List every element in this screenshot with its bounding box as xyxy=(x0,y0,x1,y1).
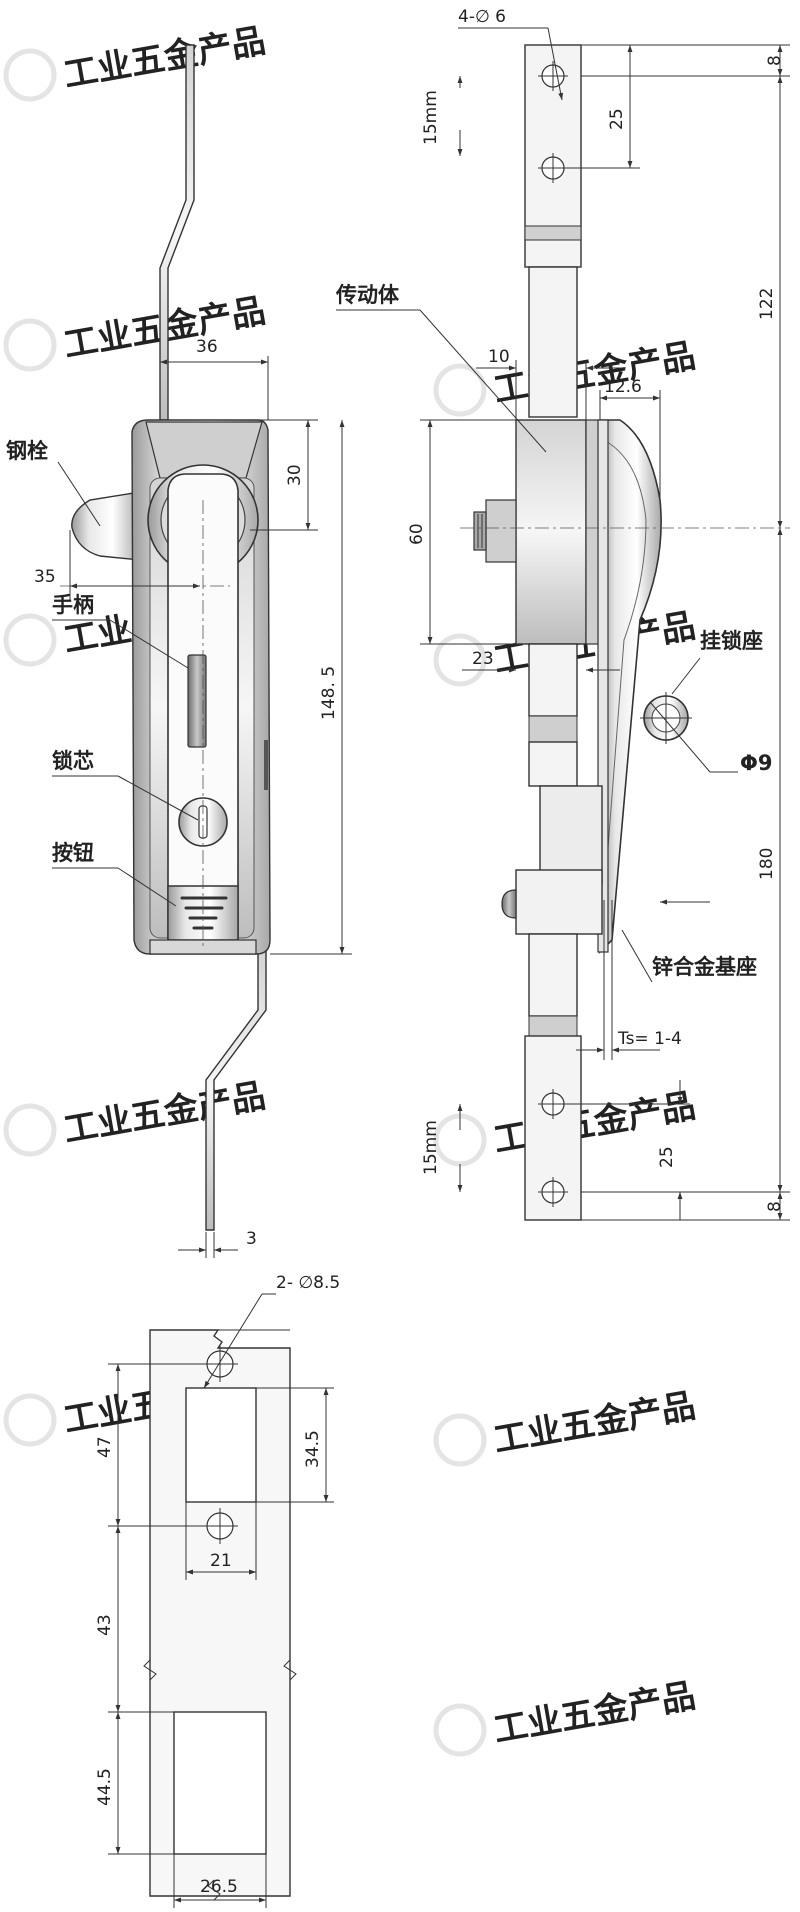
watermark: 工业五金产品 xyxy=(433,1676,699,1757)
watermark-text: 工业五金产品 xyxy=(491,1386,699,1461)
dim-top-edge: 8 xyxy=(765,55,785,66)
watermark-text: 工业五金产品 xyxy=(61,21,269,96)
dim-slot-bottom: 15mm xyxy=(421,1120,441,1175)
handle-profile xyxy=(599,419,662,954)
cutout-dimensions: 2- ∅8.5 47 34.5 21 43 44.5 26.5 xyxy=(95,1273,340,1908)
housing-base xyxy=(149,939,257,955)
break-mark-bottom xyxy=(207,1879,221,1901)
watermark-text: 工业五金产品 xyxy=(491,1676,699,1751)
dim-side-base: 23 xyxy=(472,649,494,669)
transmission-block xyxy=(515,419,587,645)
callout-handle: 手柄 xyxy=(52,593,94,617)
side-view xyxy=(460,44,790,1221)
watermark-logo-icon xyxy=(3,1103,57,1157)
watermark: 工业五金产品 xyxy=(433,1386,699,1467)
rod-holes-top xyxy=(538,61,568,183)
callout-zinc-base: 锌合金基座 xyxy=(652,955,757,979)
watermark-logo-icon xyxy=(3,613,57,667)
dim-body-height: 148. 5 xyxy=(319,666,339,720)
dim-rod-thickness: 3 xyxy=(246,1229,257,1249)
dim-cutout-width: 26.5 xyxy=(200,1877,238,1897)
dim-hole-pitch-bottom: 25 xyxy=(657,1146,677,1168)
side-dimensions: 4-∅ 6 8 25 15mm 122 10 12.6 60 xyxy=(407,7,790,1221)
watermark-logo-icon xyxy=(433,1413,487,1467)
dim-handle-top: 30 xyxy=(285,464,305,486)
zinc-alloy-base xyxy=(597,419,609,953)
dim-hole-pitch-top: 25 xyxy=(607,108,627,130)
dim-flange: 12.6 xyxy=(604,377,642,397)
rod-strip-lower-b xyxy=(528,741,578,787)
watermark-text: 工业五金产品 xyxy=(491,336,699,411)
side-rail xyxy=(264,740,268,790)
callout-hook-diameter: Φ9 xyxy=(740,751,772,775)
watermark-text: 工业五金产品 xyxy=(61,1076,269,1151)
callout-transmission: 传动体 xyxy=(335,283,400,307)
latch-knob xyxy=(501,889,517,919)
callout-bolt: 钢栓 xyxy=(6,439,48,463)
dim-slot-top: 15mm xyxy=(421,90,441,145)
watermark-logo-icon xyxy=(433,633,487,687)
latch-plate xyxy=(515,869,603,935)
dim-rod-upper: 122 xyxy=(757,288,777,320)
dim-holes-top: 4-∅ 6 xyxy=(458,7,506,27)
watermark: 工业五金产品 xyxy=(3,291,269,372)
dim-bottom-edge: 8 xyxy=(765,1201,785,1212)
lower-rod xyxy=(205,949,267,1231)
front-dimensions: 36 35 30 148. 5 3 xyxy=(34,337,352,1258)
dim-cutout-21: 21 xyxy=(210,1551,232,1571)
rod-strip-lower-a xyxy=(528,643,578,717)
dim-cutout-445: 44.5 xyxy=(95,1768,115,1806)
latch-block xyxy=(539,785,603,885)
spindle-screw xyxy=(473,499,517,563)
hook-seat xyxy=(640,692,692,744)
break-mark-right xyxy=(283,1659,297,1681)
rod-strip-band xyxy=(528,715,578,743)
dim-body-depth: 10 xyxy=(488,347,510,367)
dim-side-height: 60 xyxy=(407,523,427,545)
break-mark-left xyxy=(143,1659,157,1681)
upper-rod xyxy=(159,44,195,421)
rod-strip-band xyxy=(528,1015,578,1037)
dim-front-width: 36 xyxy=(196,337,218,357)
callout-hook-seat: 挂锁座 xyxy=(700,629,763,653)
watermark-logo-icon xyxy=(3,318,57,372)
dim-rod-lower: 180 xyxy=(757,848,777,880)
cutout-window-lower xyxy=(173,1711,267,1855)
rod-strip-lower-c xyxy=(528,933,578,1017)
watermark-logo-icon xyxy=(433,1703,487,1757)
steel-bolt xyxy=(71,491,141,561)
rod-strip-mid xyxy=(528,266,578,418)
side-callouts: 传动体 挂锁座 Φ9 锌合金基座 xyxy=(335,283,772,983)
handle-slot xyxy=(187,654,207,748)
cutout-window-upper xyxy=(185,1387,257,1503)
handle-profile-inner xyxy=(603,439,647,901)
watermark-logo-icon xyxy=(3,1393,57,1447)
front-callouts: 钢栓 手柄 锁芯 按钮 xyxy=(6,439,199,907)
front-view xyxy=(60,44,271,1231)
watermark-logo-icon xyxy=(3,48,57,102)
rod-strip-band xyxy=(524,225,582,241)
dim-cutout-47: 47 xyxy=(95,1436,115,1458)
dim-cutout-345: 34.5 xyxy=(303,1430,323,1468)
dim-bolt-offset: 35 xyxy=(34,567,56,587)
dim-panel-thickness: Ts= 1-4 xyxy=(617,1029,682,1049)
callout-lock-core: 锁芯 xyxy=(52,749,94,773)
dim-cutout-43: 43 xyxy=(95,1614,115,1636)
panel-cutout-view xyxy=(143,1329,297,1901)
watermark: 工业五金产品 xyxy=(3,21,269,102)
dim-cutout-holes: 2- ∅8.5 xyxy=(276,1273,340,1293)
watermark-logo-icon xyxy=(433,363,487,417)
callout-button: 按钮 xyxy=(52,841,94,865)
watermark: 工业五金产品 xyxy=(3,1076,269,1157)
rod-holes-bottom xyxy=(538,1089,568,1207)
